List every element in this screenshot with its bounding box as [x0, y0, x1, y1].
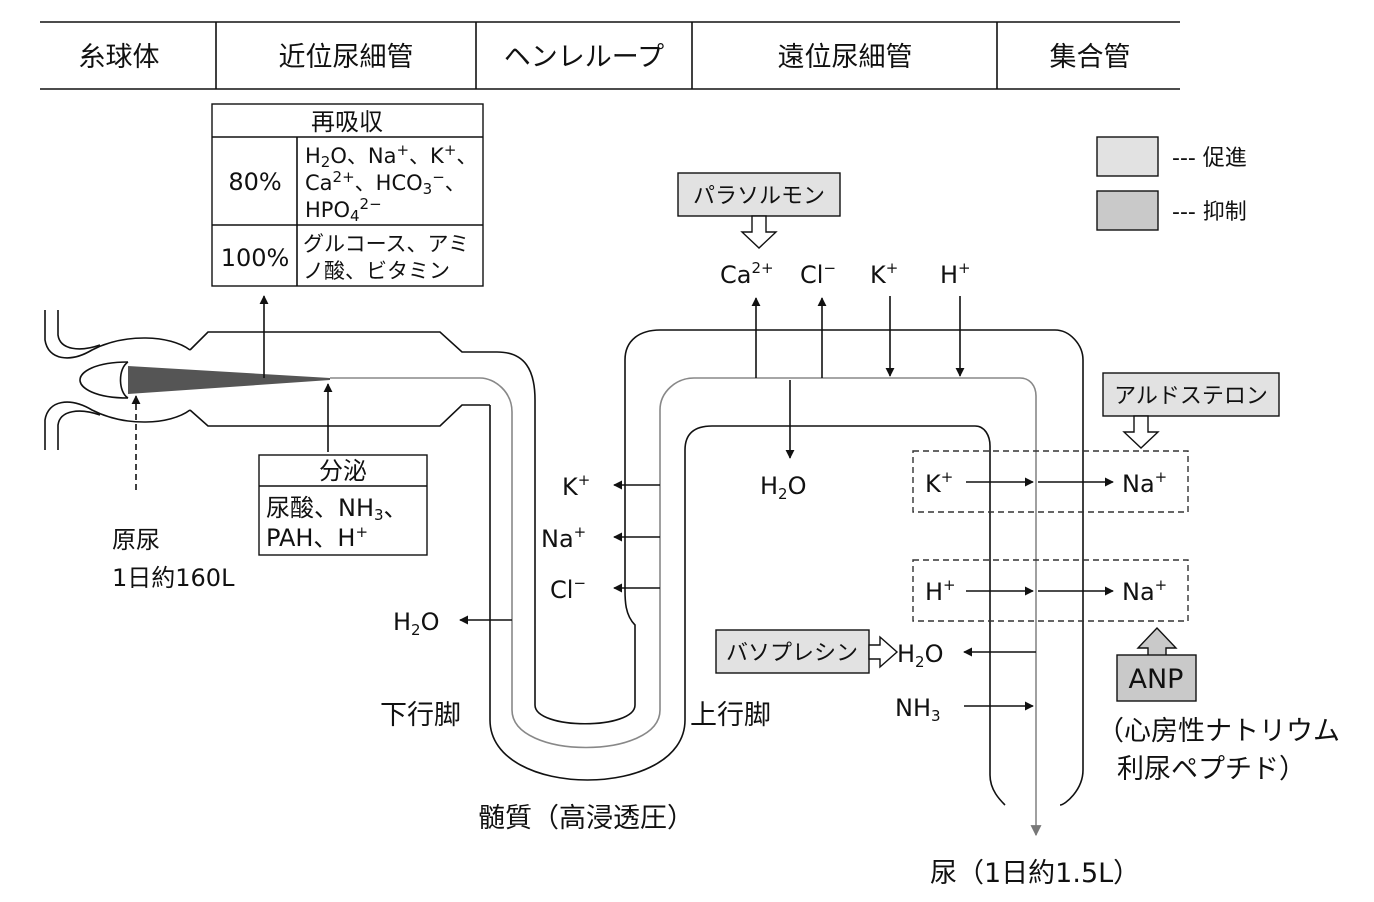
loop-na-label: Na+: [541, 523, 586, 553]
parathormone-box: [677, 172, 841, 217]
aldosterone-label: アルドステロン: [1114, 384, 1268, 409]
anp-label: ANP: [1129, 664, 1184, 695]
parathormone-promote-arrow: [740, 215, 778, 249]
aldosterone-box: [1102, 372, 1280, 417]
header-proximal-tubule: 近位尿細管: [279, 42, 414, 73]
segment-header: 糸球体 近位尿細管 ヘンレループ 遠位尿細管 集合管: [40, 21, 1180, 90]
medulla-label: 髄質（高浸透圧）: [478, 803, 694, 834]
water-collect-label: H2O: [897, 640, 943, 671]
reabsorption-80-line1: H2O、Na+、K+、: [305, 141, 477, 171]
legend-inhibit-label: --- 抑制: [1172, 200, 1247, 225]
legend-promote-swatch: [1096, 136, 1159, 177]
primary-urine-label: 原尿: [112, 526, 160, 554]
loop-cl-label: Cl−: [550, 574, 586, 604]
loop-k-label: K+: [562, 471, 590, 501]
top-k-label: K+: [870, 259, 898, 289]
legend: --- 促進 --- 抑制: [1096, 136, 1247, 231]
reabsorption-100-line2: ノ酸、ビタミン: [303, 259, 450, 283]
parathormone: パラソルモン: [677, 172, 841, 249]
filtrate-flow-line: [330, 377, 1042, 837]
secretion-line1: 尿酸、NH3、: [266, 494, 408, 524]
primary-urine-volume: 1日約160L: [112, 564, 235, 592]
reabsorption-80-line3: HPO42−: [305, 195, 382, 225]
parathormone-label: パラソルモン: [693, 184, 825, 209]
reabsorption-100-line1: グルコース、アミ: [303, 232, 469, 256]
header-collecting-duct: 集合管: [1050, 42, 1131, 73]
exchange2-na-label: Na+: [1122, 576, 1167, 606]
water-distal-label: H2O: [760, 472, 806, 503]
header-distal-tubule: 遠位尿細管: [778, 42, 913, 73]
vasopressin: バソプレシン: [715, 629, 899, 674]
vasopressin-box: [715, 629, 870, 674]
henle-loop: [330, 329, 1084, 837]
secretion-line2: PAH、H+: [266, 523, 368, 552]
reabsorption-80-line2: Ca2+、HCO3−、: [305, 168, 466, 198]
final-urine-label: 尿（1日約1.5L）: [930, 858, 1140, 889]
anp-box: [1116, 654, 1197, 702]
descending-limb-label: 下行脚: [380, 700, 461, 731]
aldosterone-promote-arrow: [1122, 415, 1160, 449]
header-henle-loop: ヘンレループ: [504, 42, 664, 73]
top-h-label: H+: [940, 259, 971, 289]
glomerulus: [44, 310, 330, 450]
proximal-tubule: [189, 331, 497, 427]
h-na-exchange-box: [912, 559, 1189, 622]
k-na-exchange-box: [912, 450, 1189, 513]
secretion-title: 分泌: [319, 457, 367, 485]
exchange2-h-label: H+: [925, 576, 956, 606]
exchange1-na-label: Na+: [1122, 468, 1167, 498]
exchange1-k-label: K+: [925, 468, 953, 498]
top-ca-label: Ca2+: [720, 259, 774, 289]
vasopressin-promote-arrow: [868, 635, 899, 669]
anp: ANP （心房性ナトリウム 利尿ペプチド）: [1097, 626, 1340, 785]
reabsorption-80-pct: 80%: [228, 168, 281, 196]
reabsorption-100-pct: 100%: [221, 244, 290, 272]
anp-fullname-line1: （心房性ナトリウム: [1097, 716, 1340, 747]
aldosterone: アルドステロン: [1102, 372, 1280, 449]
legend-inhibit-swatch: [1096, 190, 1159, 231]
reabsorption-title: 再吸収: [311, 108, 383, 136]
anp-fullname-line2: 利尿ペプチド）: [1117, 754, 1306, 785]
vasopressin-label: バソプレシン: [726, 641, 858, 666]
top-cl-label: Cl−: [800, 259, 836, 289]
nh3-label: NH3: [895, 694, 941, 725]
secretion-table: 分泌 尿酸、NH3、 PAH、H+: [258, 454, 428, 556]
legend-promote-label: --- 促進: [1172, 146, 1247, 171]
header-glomerulus: 糸球体: [79, 42, 160, 73]
ascending-limb-label: 上行脚: [690, 700, 771, 731]
filtrate-wedge: [128, 366, 330, 394]
water-descending-label: H2O: [393, 608, 439, 639]
reabsorption-table: 再吸収 80% H2O、Na+、K+、 Ca2+、HCO3−、 HPO42− 1…: [211, 103, 484, 287]
